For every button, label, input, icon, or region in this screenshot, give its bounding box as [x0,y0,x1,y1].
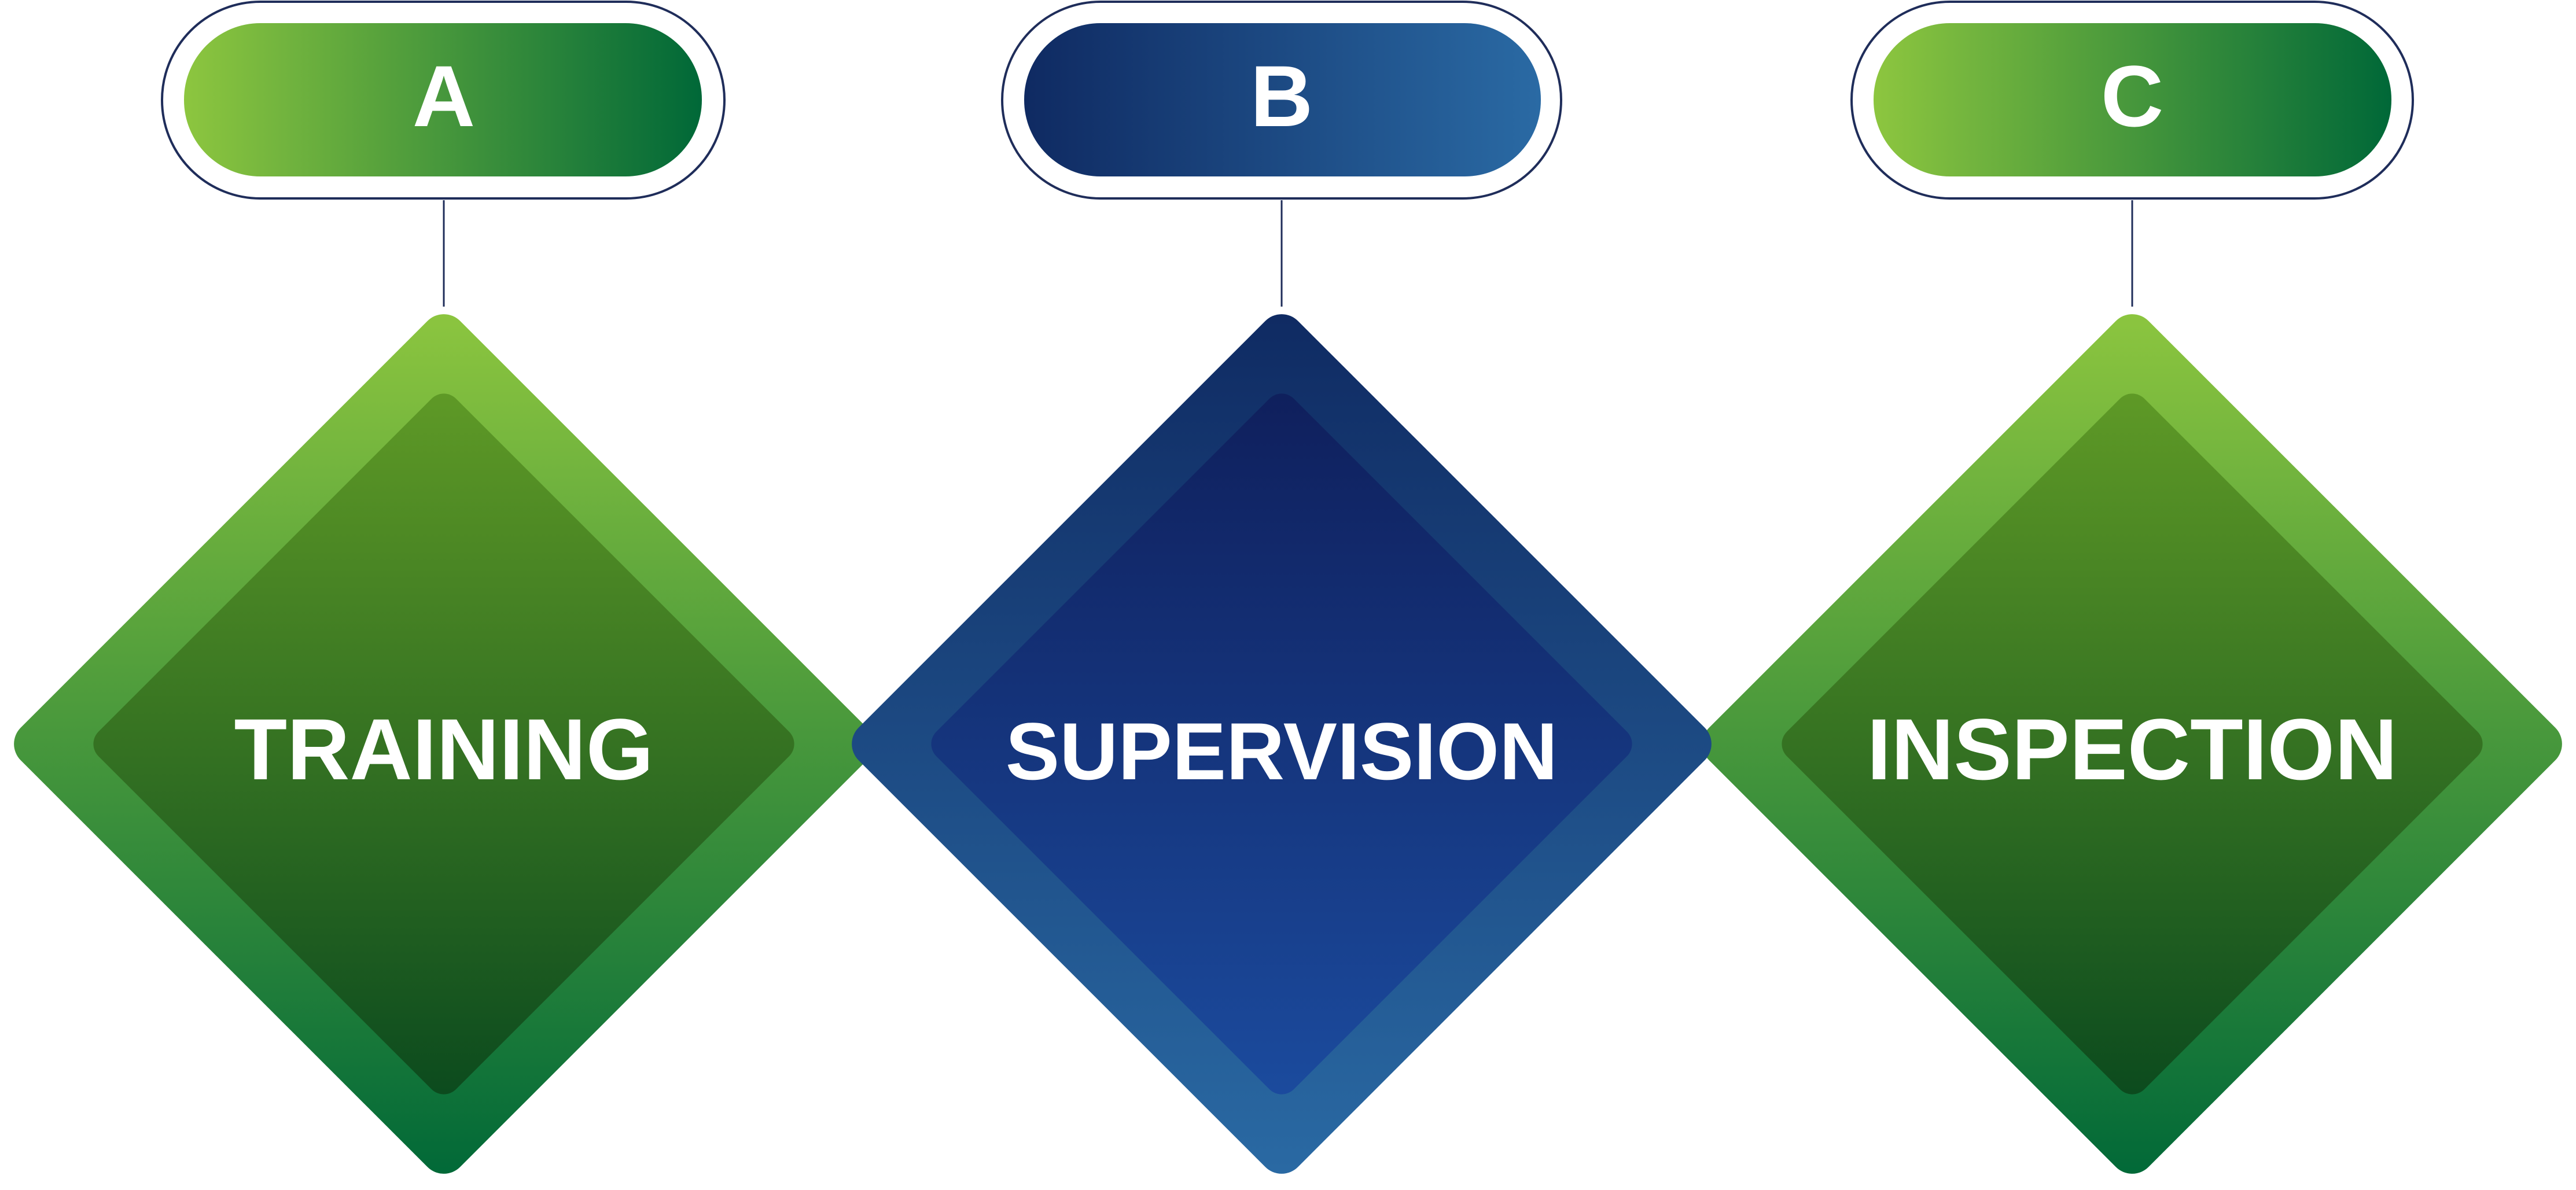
step-a: A TRAINING [14,1,874,1174]
pill-badge-a [184,23,702,176]
diamond-inner [93,393,794,1095]
step-letter: A [413,47,475,145]
step-label: TRAINING [234,701,654,798]
pill-badge-c [1874,23,2391,176]
step-letter: C [2101,47,2163,145]
diamond-inner [1782,393,2483,1095]
step-label: INSPECTION [1867,701,2398,798]
step-letter: B [1250,47,1313,145]
step-label: SUPERVISION [1006,706,1558,797]
step-b: B SUPERVISION [852,1,1712,1174]
pill-badge-b [1024,23,1541,176]
diamond-inner [931,393,1632,1095]
step-c: C INSPECTION [1702,1,2562,1174]
